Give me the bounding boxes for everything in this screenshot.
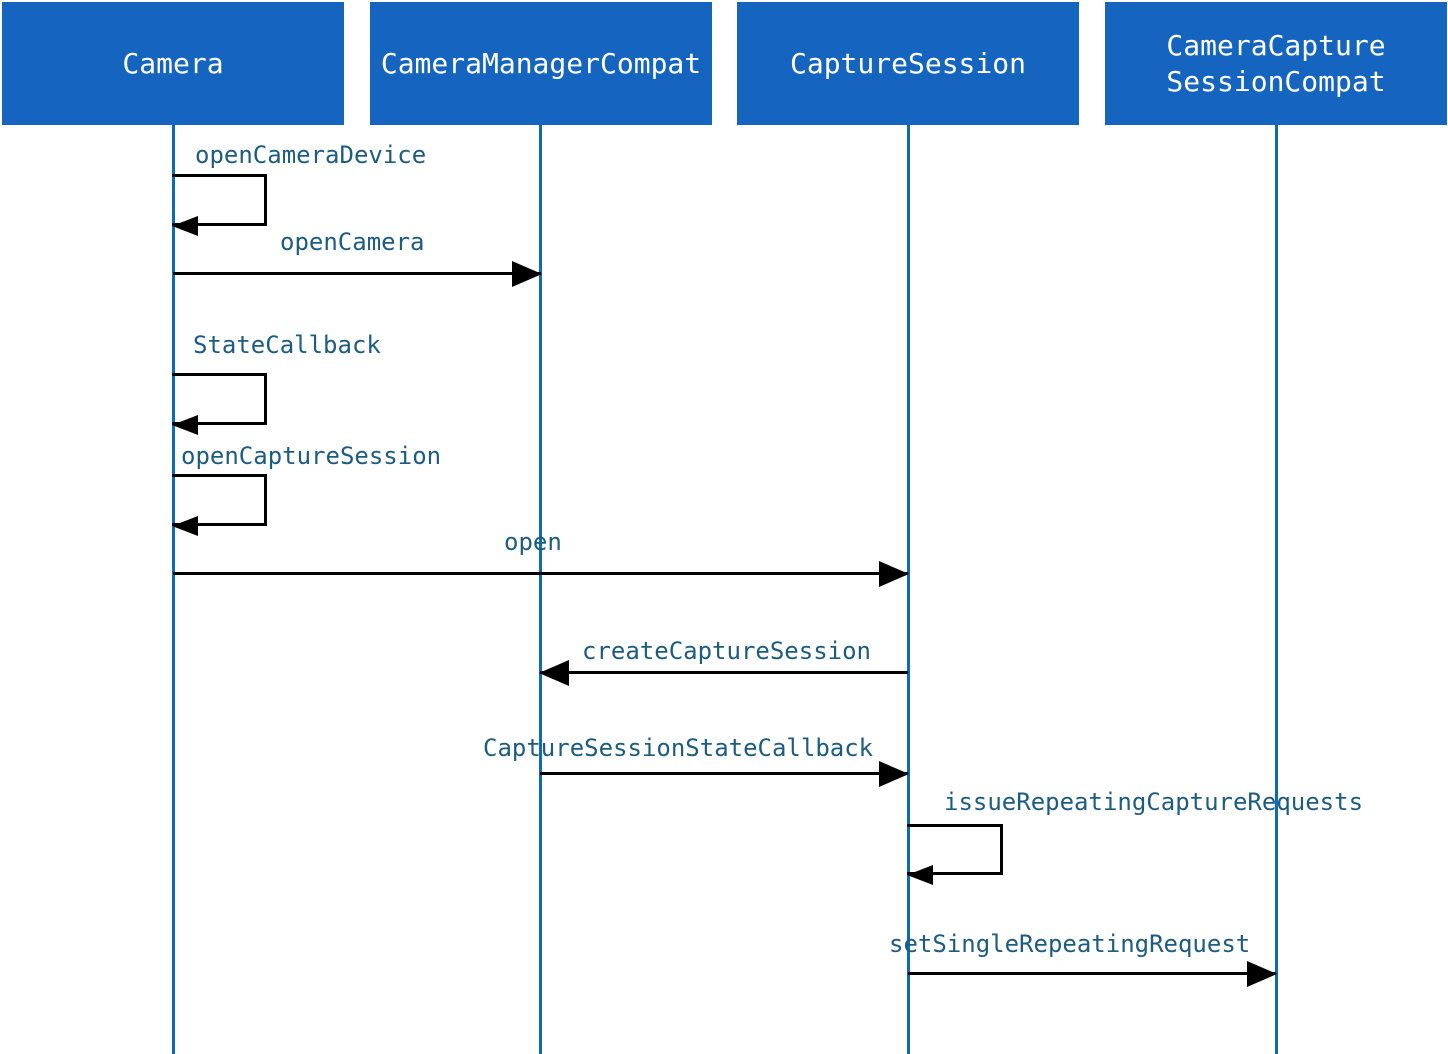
message-set-single-repeating-request-arrow [908,972,1276,975]
participant-camera-manager-compat-name: CameraManagerCompat [380,46,702,80]
lifeline-camera-capture-session-compat [1274,125,1278,1054]
participant-camera-name: Camera [122,46,224,80]
message-open-camera-device-label: openCameraDevice [195,141,427,169]
message-open-capture-session-label: openCaptureSession [181,442,442,470]
message-issue-repeating-capture-requests-self-arrow [907,824,1003,885]
message-open-capture-session-self-arrow [172,474,267,536]
message-open-camera-label: openCamera [280,228,425,256]
participant-camera: Camera [2,2,344,125]
message-create-capture-session-label: createCaptureSession [582,637,871,665]
participant-camera-manager-compat: CameraManagerCompat [370,2,712,125]
message-state-callback-self-arrow [172,373,267,435]
message-capture-session-state-callback-label: CaptureSessionStateCallback [483,734,874,762]
message-state-callback-label: StateCallback [193,331,381,359]
message-issue-repeating-capture-requests-label: issueRepeatingCaptureRequests [944,788,1364,816]
lifeline-camera [171,125,175,1054]
participant-capture-session: CaptureSession [737,2,1079,125]
participant-capture-session-name: CaptureSession [789,46,1026,80]
message-open-camera-arrow [173,272,541,275]
message-open-camera-device-self-arrow [172,174,267,236]
lifeline-camera-manager-compat [538,125,542,1054]
message-create-capture-session-arrow [540,671,908,674]
lifeline-capture-session [906,125,910,1054]
message-open-arrow [173,572,908,575]
message-open-label: open [504,528,562,556]
message-capture-session-state-callback-arrow [540,772,908,775]
participant-camera-capture-session-compat-name: CameraCapture SessionCompat [1166,28,1386,98]
message-set-single-repeating-request-label: setSingleRepeatingRequest [889,930,1251,958]
participant-camera-capture-session-compat: CameraCapture SessionCompat [1105,2,1447,125]
